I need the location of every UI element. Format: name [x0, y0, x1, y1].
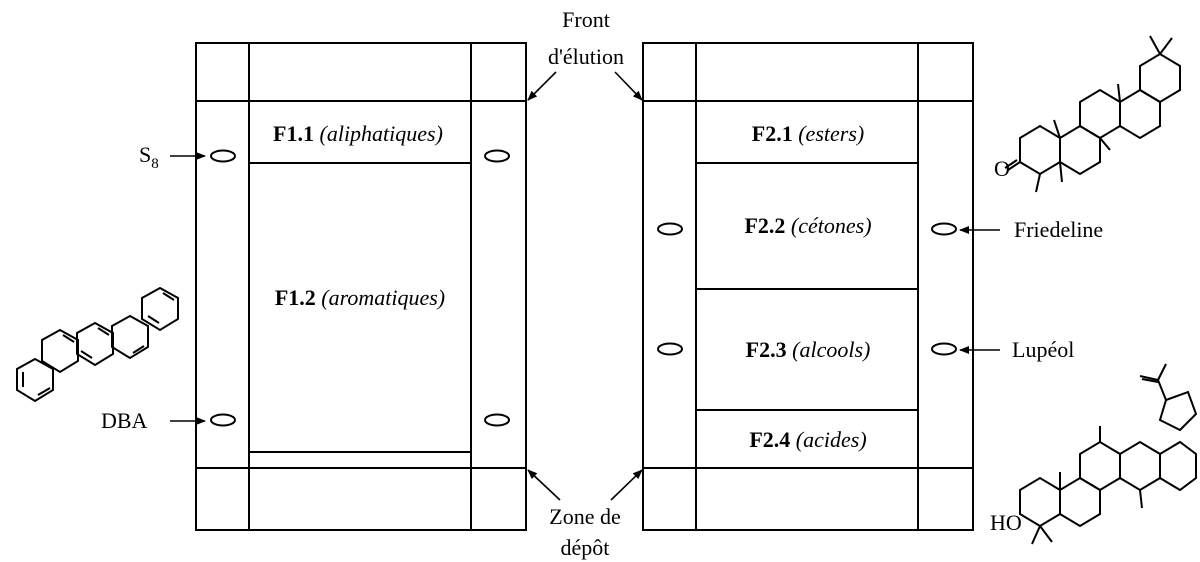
spot-friedeline-right — [931, 222, 957, 236]
fraction-f1-2-label: F1.2 (aromatiques) — [275, 285, 445, 310]
fraction-f2-3-label: F2.3 (alcools) — [746, 337, 871, 362]
lupeol-label: Lupéol — [1012, 337, 1074, 362]
front-label-line-1: Front — [562, 7, 610, 32]
fraction-f2-2-label: F2.2 (cétones) — [744, 213, 871, 238]
spot-s8-left — [210, 149, 236, 163]
fraction-f2-1-label: F2.1 (esters) — [752, 121, 864, 146]
lupeol-structure — [1019, 363, 1198, 545]
zone-arrow-right — [610, 469, 643, 501]
friedeline-structure — [1004, 35, 1181, 193]
center-labels: Front d'élution Zone de dépôt — [527, 7, 643, 560]
dba-structure — [16, 286, 179, 403]
front-label-line-2: d'élution — [548, 44, 624, 69]
side-labels: S8 DBA Friedeline Lupéol — [101, 142, 1103, 433]
spot-left-middle — [657, 222, 683, 236]
plate-2-border — [642, 42, 974, 531]
fraction-f2-4-label: F2.4 (acides) — [749, 427, 866, 452]
zone-label-line-2: dépôt — [561, 535, 610, 560]
zone-arrow-left — [527, 469, 561, 501]
spot-left-lower — [657, 342, 683, 356]
spot-dba-left — [210, 413, 236, 427]
zone-label-line-1: Zone de — [549, 504, 620, 529]
plate-2: F2.1 (esters) F2.2 (cétones) F2.3 (alcoo… — [642, 42, 974, 531]
spot-lupeol-right — [931, 342, 957, 356]
dba-label: DBA — [101, 408, 148, 433]
spot-right-upper — [484, 149, 510, 163]
plate-1-border — [195, 42, 527, 531]
fraction-f1-1-label: F1.1 (aliphatiques) — [273, 121, 443, 146]
spot-right-lower — [484, 413, 510, 427]
plate-1: F1.1 (aliphatiques) F1.2 (aromatiques) — [195, 42, 527, 531]
friedeline-oxygen: O — [994, 156, 1010, 181]
friedeline-label: Friedeline — [1014, 217, 1103, 242]
front-arrow-left — [527, 71, 557, 101]
lupeol-hydroxyl: HO — [990, 510, 1022, 535]
s8-label: S8 — [139, 142, 159, 172]
front-arrow-right — [614, 71, 643, 101]
